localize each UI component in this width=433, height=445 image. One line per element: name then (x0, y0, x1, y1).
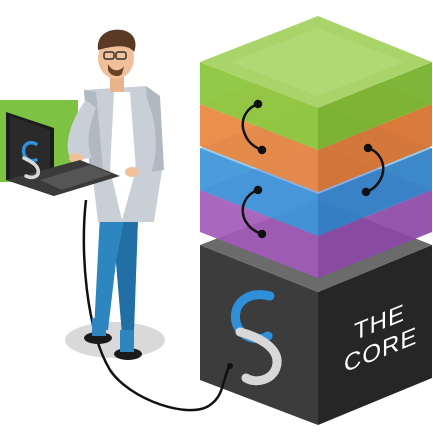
person-shirt (110, 92, 136, 220)
connector-blue-purple (241, 188, 263, 236)
laptop-cable (82, 199, 232, 412)
layer-connectors (241, 99, 385, 239)
swirl-logo-icon (230, 290, 282, 386)
laptop (6, 112, 120, 196)
person-figure (67, 29, 164, 360)
core-stack: THE CORE (200, 16, 432, 425)
glasses-icon (103, 51, 115, 60)
connector-orange-blue (365, 146, 385, 194)
swirl-logo-icon (21, 141, 41, 180)
person-hair (97, 29, 136, 52)
person-shadow (65, 322, 165, 358)
connector-green-orange (241, 102, 263, 152)
